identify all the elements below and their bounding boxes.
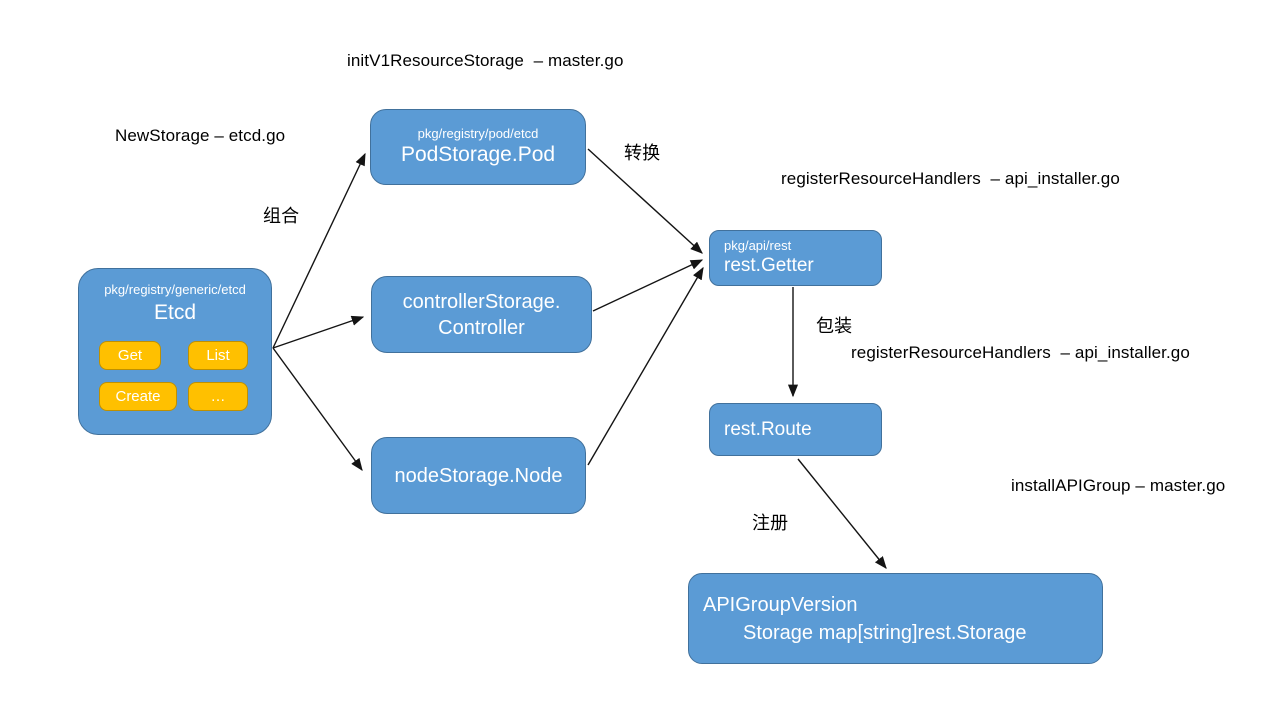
arrow-etcd-to-podstorage bbox=[272, 152, 366, 349]
note-register-handlers-top: registerResourceHandlers – api_installer… bbox=[781, 169, 1120, 188]
node-apigroupversion: APIGroupVersion Storage map[string]rest.… bbox=[688, 573, 1103, 664]
node-rest-route: rest.Route bbox=[709, 403, 882, 456]
rest-getter-package-label: pkg/api/rest bbox=[724, 238, 792, 253]
label-convert: 转换 bbox=[624, 143, 661, 163]
arrow-etcd-to-controllerstorage bbox=[272, 315, 365, 349]
note-register-handlers-mid: registerResourceHandlers – api_installer… bbox=[851, 343, 1190, 362]
apigroupversion-storage-field: Storage map[string]rest.Storage bbox=[743, 622, 1027, 644]
label-register: 注册 bbox=[752, 513, 789, 533]
method-chip-more: … bbox=[188, 382, 248, 411]
controllerstorage-title-line1: controllerStorage. bbox=[402, 290, 561, 313]
note-newstorage: NewStorage – etcd.go bbox=[115, 126, 286, 145]
arrow-etcd-to-nodestorage bbox=[272, 347, 363, 472]
podstorage-package-label: pkg/registry/pod/etcd bbox=[417, 126, 539, 141]
node-controllerstorage: controllerStorage. Controller bbox=[371, 276, 592, 353]
etcd-title: Etcd bbox=[153, 301, 197, 324]
apigroupversion-title: APIGroupVersion bbox=[703, 594, 858, 616]
arrow-route-to-apigroup bbox=[797, 458, 887, 569]
podstorage-title: PodStorage.Pod bbox=[400, 143, 556, 166]
label-combine: 组合 bbox=[263, 206, 300, 226]
nodestorage-title: nodeStorage.Node bbox=[394, 464, 563, 487]
method-chip-get: Get bbox=[99, 341, 161, 370]
arrow-nodestorage-to-getter bbox=[587, 266, 704, 466]
rest-route-title: rest.Route bbox=[724, 419, 812, 440]
note-installapigroup: installAPIGroup – master.go bbox=[1011, 476, 1226, 495]
node-nodestorage: nodeStorage.Node bbox=[371, 437, 586, 514]
controllerstorage-title-line2: Controller bbox=[438, 316, 525, 339]
arrow-controllerstorage-to-getter bbox=[592, 259, 704, 312]
method-chip-create: Create bbox=[99, 382, 177, 411]
method-chip-list: List bbox=[188, 341, 248, 370]
node-etcd: pkg/registry/generic/etcd Etcd Get List … bbox=[78, 268, 272, 435]
etcd-package-label: pkg/registry/generic/etcd bbox=[104, 282, 246, 297]
rest-getter-title: rest.Getter bbox=[724, 255, 814, 276]
label-wrap: 包装 bbox=[816, 316, 853, 336]
note-initv1resourcestorage: initV1ResourceStorage – master.go bbox=[347, 51, 624, 70]
node-rest-getter: pkg/api/rest rest.Getter bbox=[709, 230, 882, 286]
node-podstorage: pkg/registry/pod/etcd PodStorage.Pod bbox=[370, 109, 586, 185]
